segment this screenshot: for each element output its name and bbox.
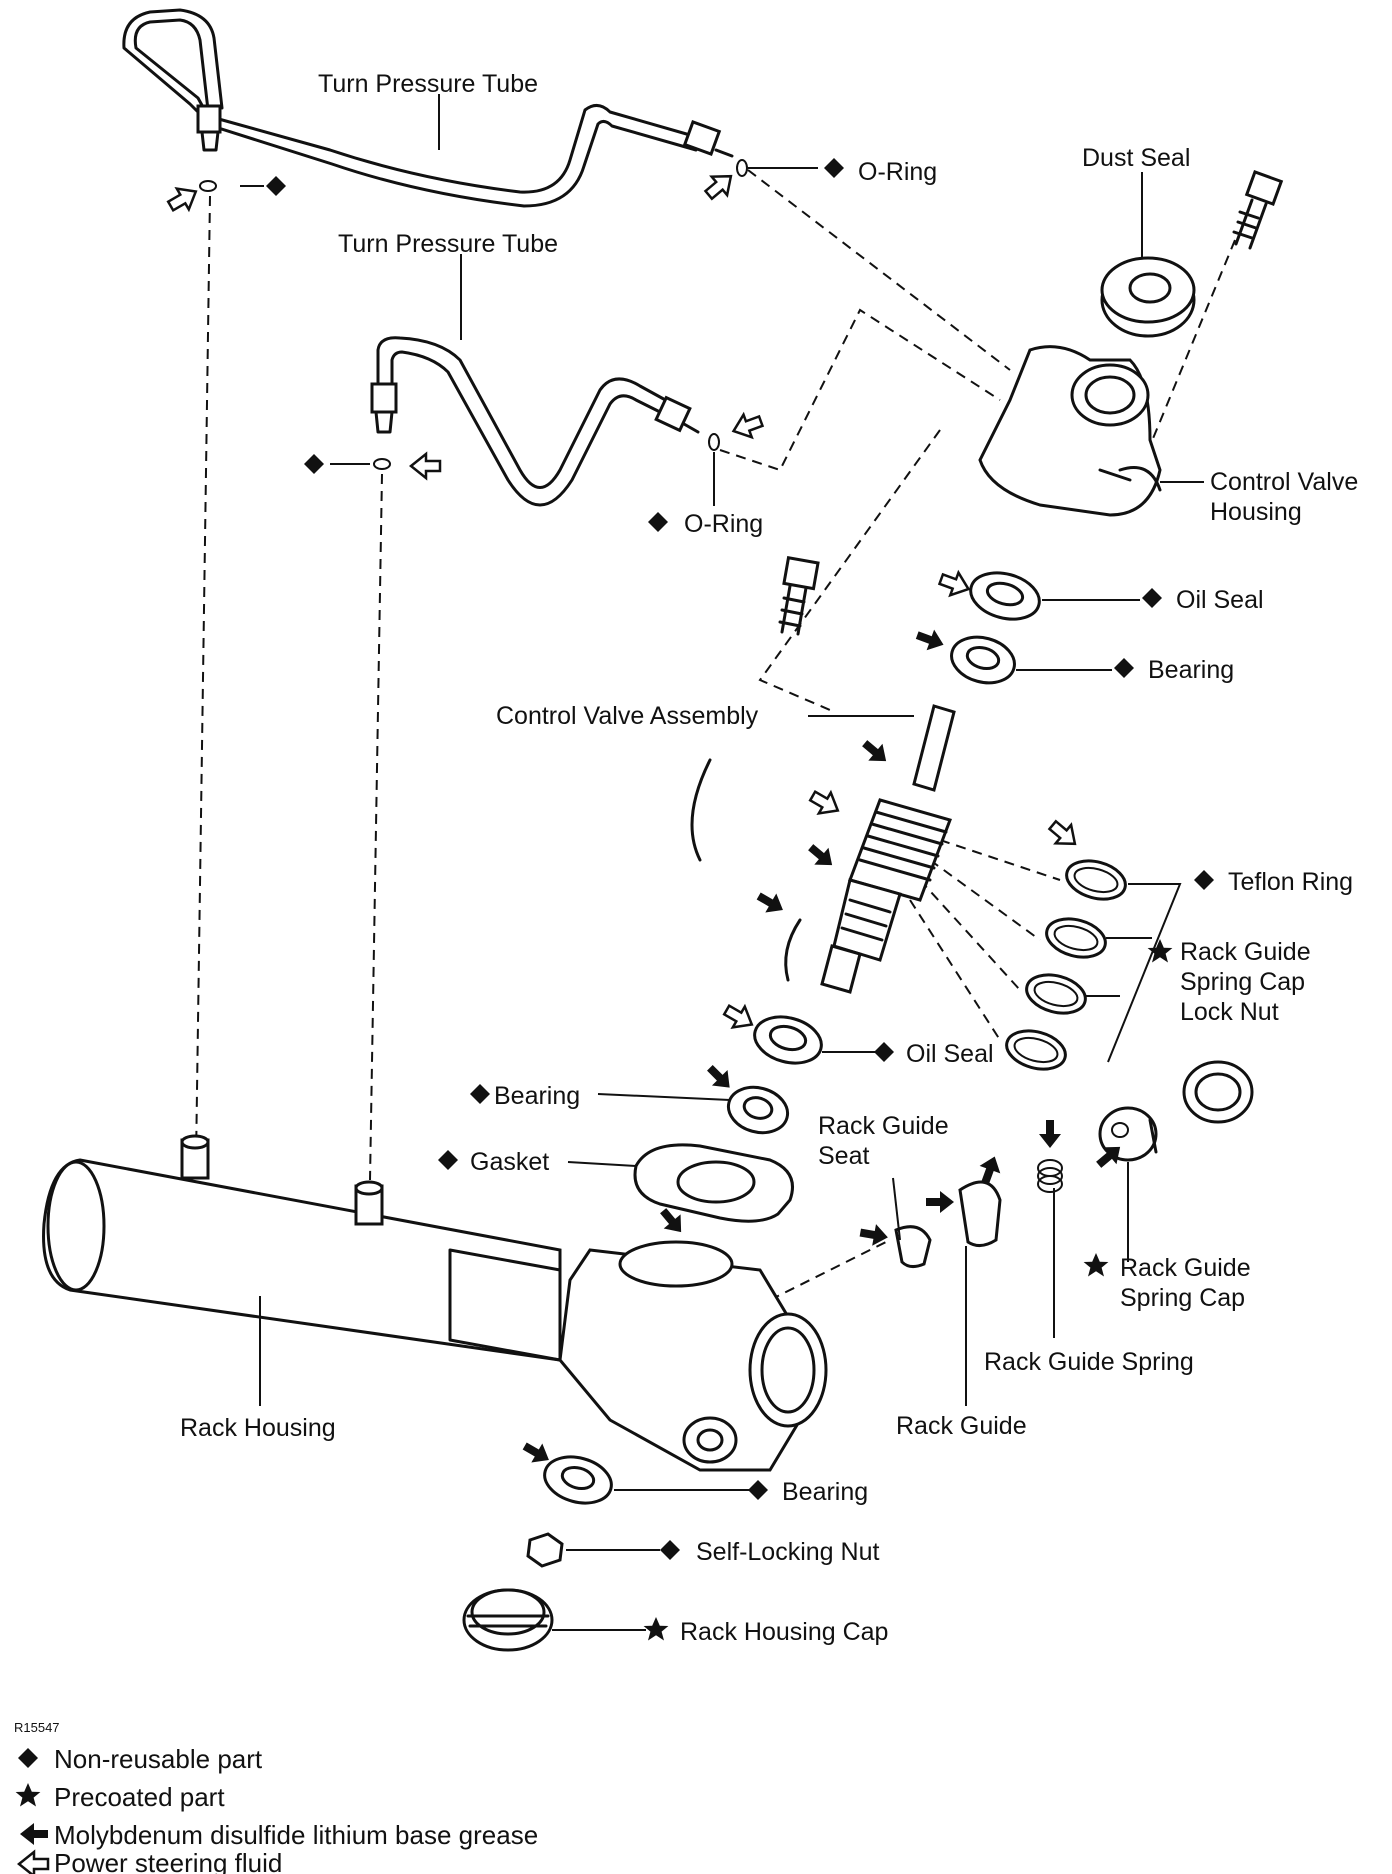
teflon-rings [1005, 859, 1182, 1071]
label-rack-guide-seat-2: Seat [818, 1142, 869, 1170]
legend-hollow-arrow-icon [17, 1850, 50, 1874]
alignment-lines [195, 169, 1236, 1301]
bolt-upper [1232, 170, 1284, 250]
label-turn-pressure-tube-upper: Turn Pressure Tube [318, 70, 538, 98]
legend-precoated: Precoated part [54, 1782, 225, 1812]
label-rack-housing: Rack Housing [180, 1414, 336, 1442]
turn-pressure-tube-lower [370, 336, 700, 507]
legend-diamond-icon [18, 1748, 38, 1768]
label-spring-cap-1: Rack Guide [1120, 1254, 1251, 1282]
label-self-locking-nut: Self-Locking Nut [696, 1538, 879, 1566]
rack-housing-cap [462, 1588, 554, 1652]
fluid-arrows [163, 165, 1084, 1037]
bearing-mid [726, 1085, 790, 1135]
rack-guide-spring [1037, 1159, 1063, 1193]
label-bearing-mid: Bearing [494, 1082, 580, 1110]
label-lock-nut-1: Rack Guide [1180, 938, 1311, 966]
rack-guide [958, 1180, 1002, 1247]
leader-lines [240, 94, 1204, 1631]
oil-seal-upper [969, 571, 1041, 621]
label-bearing-bottom: Bearing [782, 1478, 868, 1506]
label-teflon-ring: Teflon Ring [1228, 868, 1353, 896]
label-rack-housing-cap: Rack Housing Cap [680, 1618, 888, 1646]
legend-grease: Molybdenum disulfide lithium base grease [54, 1820, 538, 1850]
rack-housing [42, 1134, 828, 1472]
control-valve-housing [978, 345, 1162, 517]
label-dust-seal: Dust Seal [1082, 144, 1190, 172]
label-spring-cap-2: Spring Cap [1120, 1284, 1245, 1312]
dust-seal [1100, 256, 1196, 338]
label-oil-seal-upper: Oil Seal [1176, 586, 1264, 614]
label-turn-pressure-tube-lower: Turn Pressure Tube [338, 230, 558, 258]
bearing-bottom [543, 1455, 613, 1505]
label-oil-seal-lower: Oil Seal [906, 1040, 994, 1068]
legend-star-icon [15, 1783, 41, 1807]
label-o-ring-upper: O-Ring [858, 158, 937, 186]
oil-seal-lower [753, 1015, 823, 1065]
legend-fluid: Power steering fluid [54, 1848, 282, 1874]
o-ring-lower-right [708, 433, 720, 451]
rack-guide-seat [894, 1225, 932, 1269]
label-rack-guide-seat-1: Rack Guide [818, 1112, 949, 1140]
legend: Non-reusable part Precoated part Molybde… [15, 1744, 538, 1874]
rack-guide-spring-cap-lock-nut [1182, 1060, 1254, 1124]
label-bearing-upper: Bearing [1148, 656, 1234, 684]
label-control-valve-housing-1: Control Valve [1210, 468, 1358, 496]
o-ring-upper-right [736, 159, 748, 177]
label-lock-nut-2: Spring Cap [1180, 968, 1305, 996]
bolt-middle [778, 556, 820, 636]
self-locking-nut [526, 1532, 564, 1568]
turn-pressure-tube-upper [122, 8, 734, 208]
rack-guide-spring-cap [1098, 1106, 1158, 1162]
label-gasket: Gasket [470, 1148, 549, 1176]
bearing-upper [950, 635, 1016, 685]
label-rack-guide: Rack Guide [896, 1412, 1027, 1440]
o-ring-upper-left [199, 180, 217, 192]
legend-non-reusable: Non-reusable part [54, 1744, 263, 1774]
figure-code: R15547 [14, 1720, 60, 1735]
label-control-valve-assembly: Control Valve Assembly [496, 702, 759, 730]
label-o-ring-lower: O-Ring [684, 510, 763, 538]
label-rack-guide-spring: Rack Guide Spring [984, 1348, 1194, 1376]
legend-solid-arrow-icon [20, 1823, 48, 1845]
o-ring-lower-left [373, 458, 391, 470]
label-lock-nut-3: Lock Nut [1180, 998, 1279, 1026]
control-valve-assembly [690, 704, 956, 994]
label-control-valve-housing-2: Housing [1210, 498, 1302, 526]
gasket [633, 1143, 794, 1223]
